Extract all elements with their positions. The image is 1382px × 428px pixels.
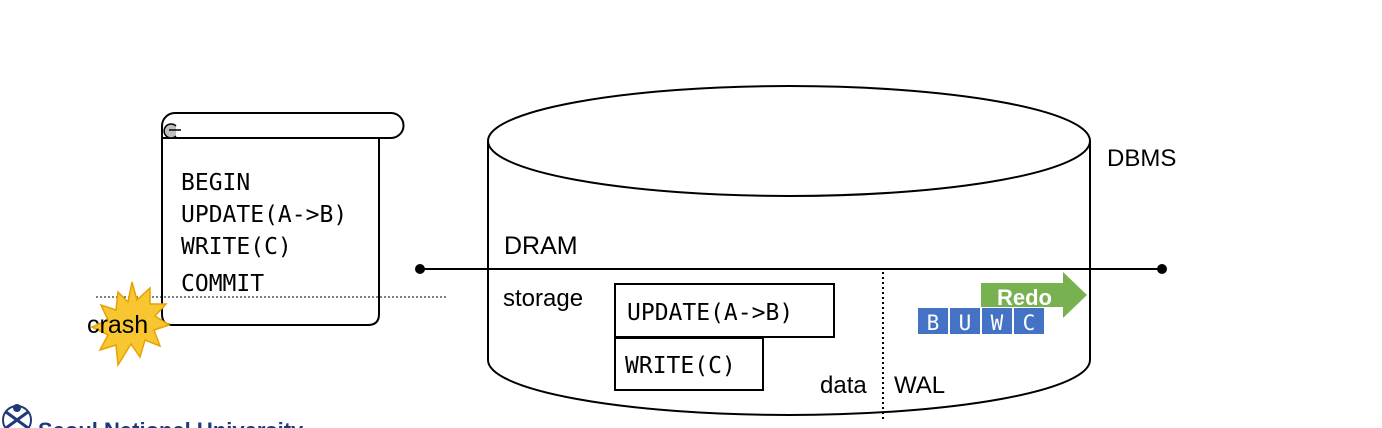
data-record-update: UPDATE(A->B) [627,300,793,326]
script-line-commit: COMMIT [181,271,264,297]
dbms-cylinder [487,85,1091,416]
redo-label: Redo [997,285,1052,310]
wal-entry-w: W [991,311,1004,335]
script-line-write: WRITE(C) [181,234,292,260]
crash-label: crash [87,311,148,339]
university-name: Seoul National University [38,418,304,428]
redo-arrow-icon [981,272,1087,318]
transaction-scroll [161,112,405,326]
wal-label: WAL [894,372,945,399]
divider-right-dot [1157,264,1167,274]
data-record-write: WRITE(C) [625,353,736,379]
dram-label: DRAM [504,232,578,260]
data-label: data [820,372,867,399]
dbms-label: DBMS [1107,145,1176,172]
wal-entry-b: B [927,311,940,335]
university-logo [2,404,32,428]
wal-entry-u: U [959,311,972,335]
storage-label: storage [503,285,583,312]
data-record-write-box [614,337,764,391]
divider-left-dot [415,264,425,274]
crash-burst-icon [90,281,171,368]
script-line-begin: BEGIN [181,170,250,196]
wal-entry-c: C [1023,311,1036,335]
script-line-update: UPDATE(A->B) [181,202,347,228]
